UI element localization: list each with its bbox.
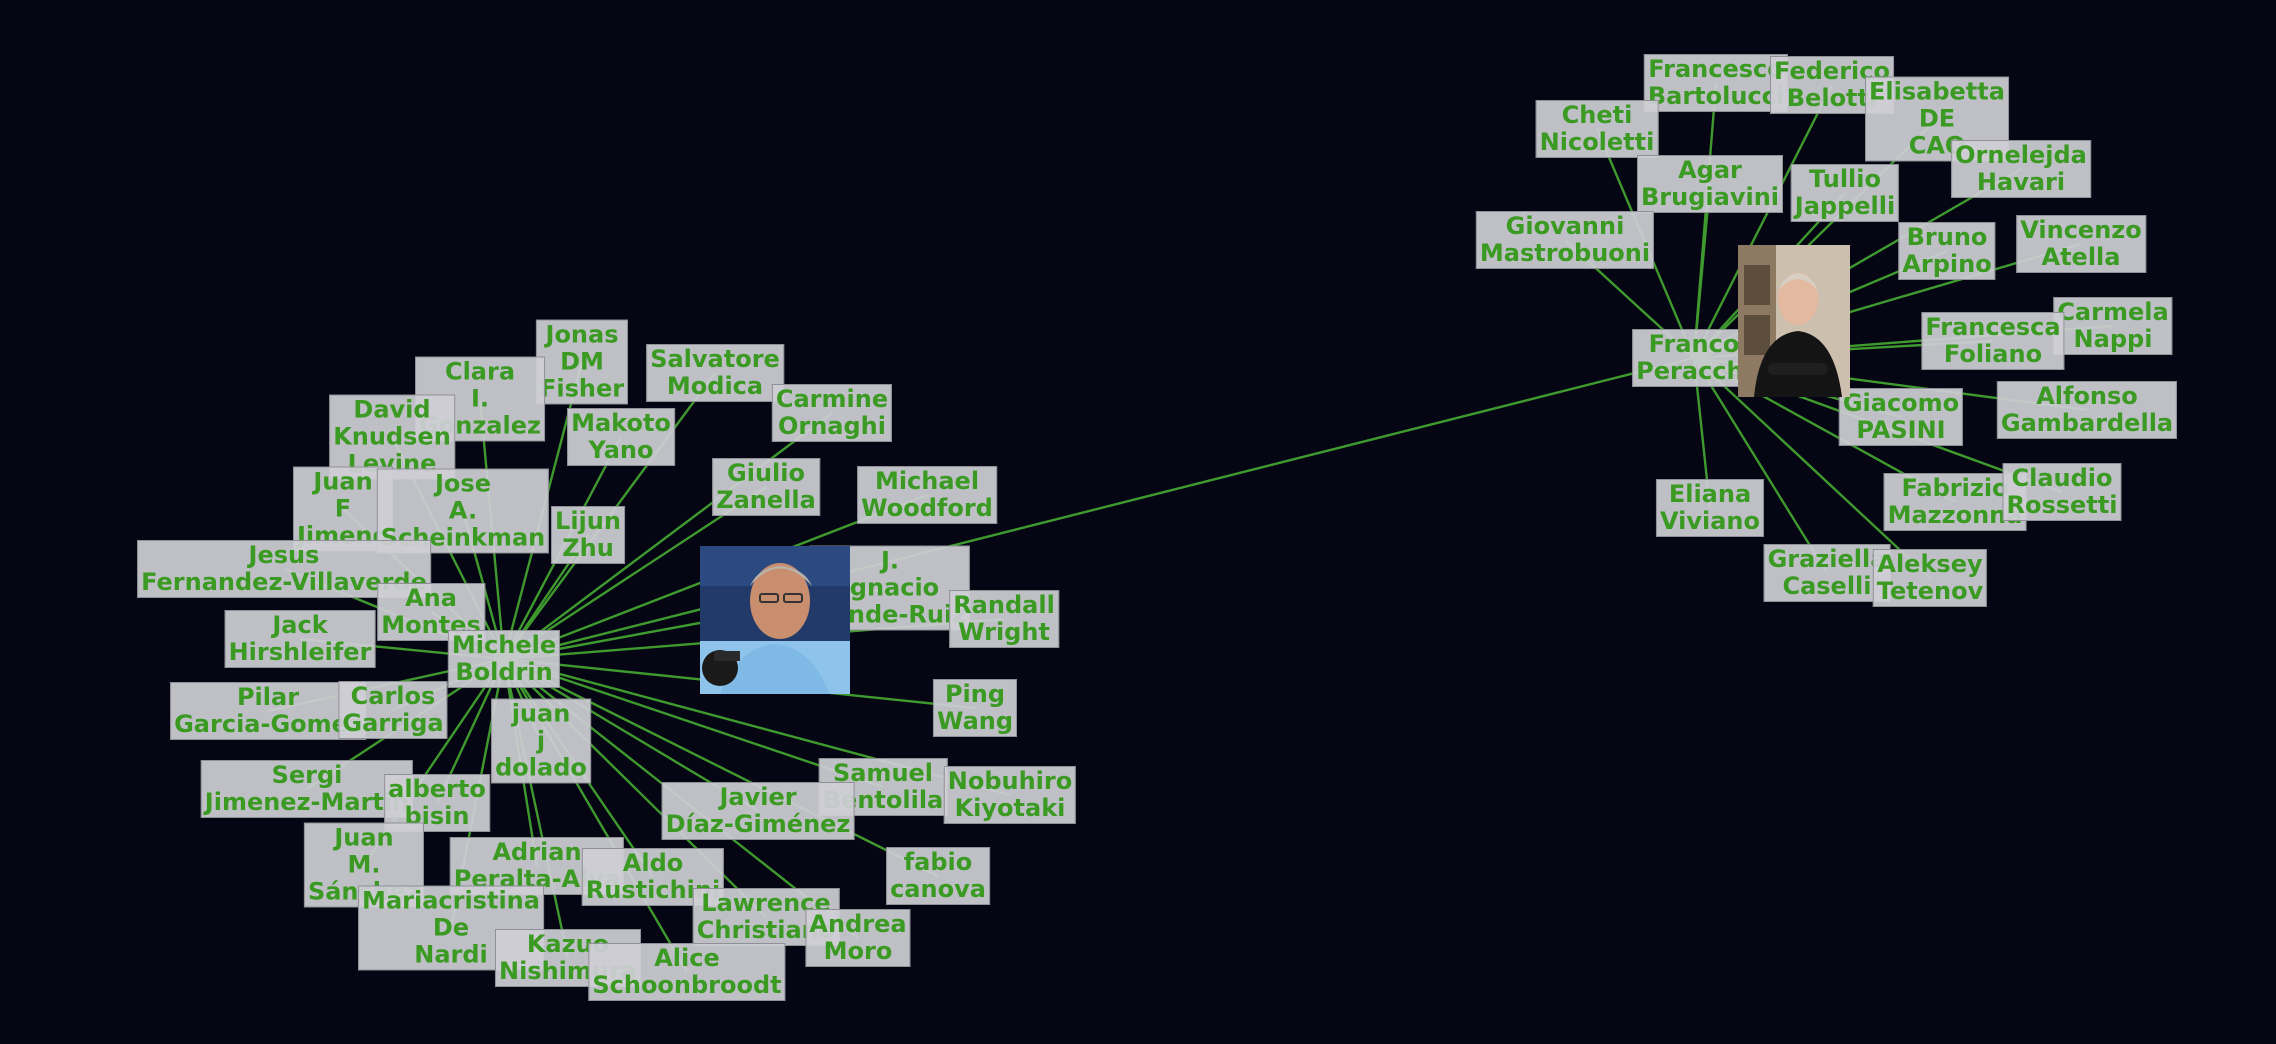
coauthor-node[interactable]: Javier Díaz-Giménez — [661, 782, 855, 840]
coauthor-node[interactable]: Federico Belotti — [1770, 56, 1894, 114]
coauthor-node[interactable]: Giovanni Mastrobuoni — [1475, 211, 1655, 269]
coauthor-node[interactable]: Francesca Foliano — [1921, 312, 2065, 370]
coauthor-node[interactable]: Michael Woodford — [857, 466, 997, 524]
coauthor-node[interactable]: Francesco Bartolucci — [1643, 54, 1789, 112]
coauthor-node[interactable]: Sergi Jimenez-Martin — [200, 760, 414, 818]
coauthor-node[interactable]: Cheti Nicoletti — [1535, 100, 1659, 158]
coauthor-node[interactable]: Andrea Moro — [805, 909, 911, 967]
hub-node-label[interactable]: Franco Peracchi — [1632, 329, 1756, 387]
coauthor-node[interactable]: Alice Schoonbroodt — [588, 943, 786, 1001]
coauthor-node[interactable]: juan j dolado — [491, 698, 591, 784]
coauthor-node[interactable]: alberto bisin — [384, 774, 490, 832]
coauthor-node[interactable]: Jack Hirshleifer — [224, 610, 376, 668]
coauthor-node[interactable]: Jonas DM Fisher — [535, 319, 629, 405]
coauthor-node[interactable]: Bruno Arpino — [1898, 222, 1996, 280]
coauthor-node[interactable]: Giulio Zanella — [712, 458, 820, 516]
coauthor-node[interactable]: Claudio Rossetti — [2002, 463, 2122, 521]
edge-m18 — [1692, 357, 1829, 574]
coauthor-node[interactable]: Carmela Nappi — [2053, 297, 2173, 355]
coauthor-node[interactable]: Tullio Jappelli — [1790, 164, 1900, 222]
coauthor-node[interactable]: Ana Montes — [377, 583, 485, 641]
edge-m2 — [1692, 84, 1834, 359]
edge-m19 — [1693, 357, 1931, 579]
coauthor-node[interactable]: Graziella Caselli — [1763, 544, 1891, 602]
coauthor-node[interactable]: Alfonso Gambardella — [1996, 381, 2178, 439]
coauthor-node[interactable]: Juan M. Sánchez — [303, 822, 425, 908]
coauthor-node[interactable]: David Knudsen Levine — [329, 394, 455, 480]
coauthor-node[interactable]: fabio canova — [886, 847, 990, 905]
coauthor-node[interactable]: Jose A. Scheinkman — [376, 468, 550, 554]
coauthor-node[interactable]: Aleksey Tetenov — [1872, 549, 1988, 607]
hub-photo[interactable] — [700, 546, 850, 694]
coauthor-node[interactable]: Makoto Yano — [567, 408, 675, 466]
coauthor-node[interactable]: Ornelejda Havari — [1951, 140, 2091, 198]
coauthor-node[interactable]: Eliana Viviano — [1655, 479, 1765, 537]
hub-photo[interactable] — [1738, 245, 1850, 397]
coauthor-node[interactable]: Ping Wang — [932, 679, 1018, 737]
coauthor-node[interactable]: Carmine Ornaghi — [771, 384, 893, 442]
coauthor-node[interactable]: Vincenzo Atella — [2016, 215, 2146, 273]
coauthor-node[interactable]: Carlos Garriga — [338, 681, 448, 739]
edge-n29 — [503, 657, 939, 878]
coauthor-node[interactable]: Giacomo PASINI — [1838, 388, 1964, 446]
coauthor-node[interactable]: Randall Wright — [949, 590, 1059, 648]
coauthor-node[interactable]: Agar Brugiavini — [1637, 155, 1783, 213]
coauthor-node[interactable]: Pilar Garcia-Gomez — [170, 682, 366, 740]
edge-hub-link — [503, 356, 1695, 661]
coauthor-node[interactable]: Lijun Zhu — [551, 506, 625, 564]
hub-node-label[interactable]: Michele Boldrin — [447, 630, 561, 688]
coauthor-node[interactable]: Nobuhiro Kiyotaki — [943, 766, 1077, 824]
edge-n4 — [503, 412, 833, 660]
coauthor-node[interactable]: Salvatore Modica — [646, 344, 784, 402]
